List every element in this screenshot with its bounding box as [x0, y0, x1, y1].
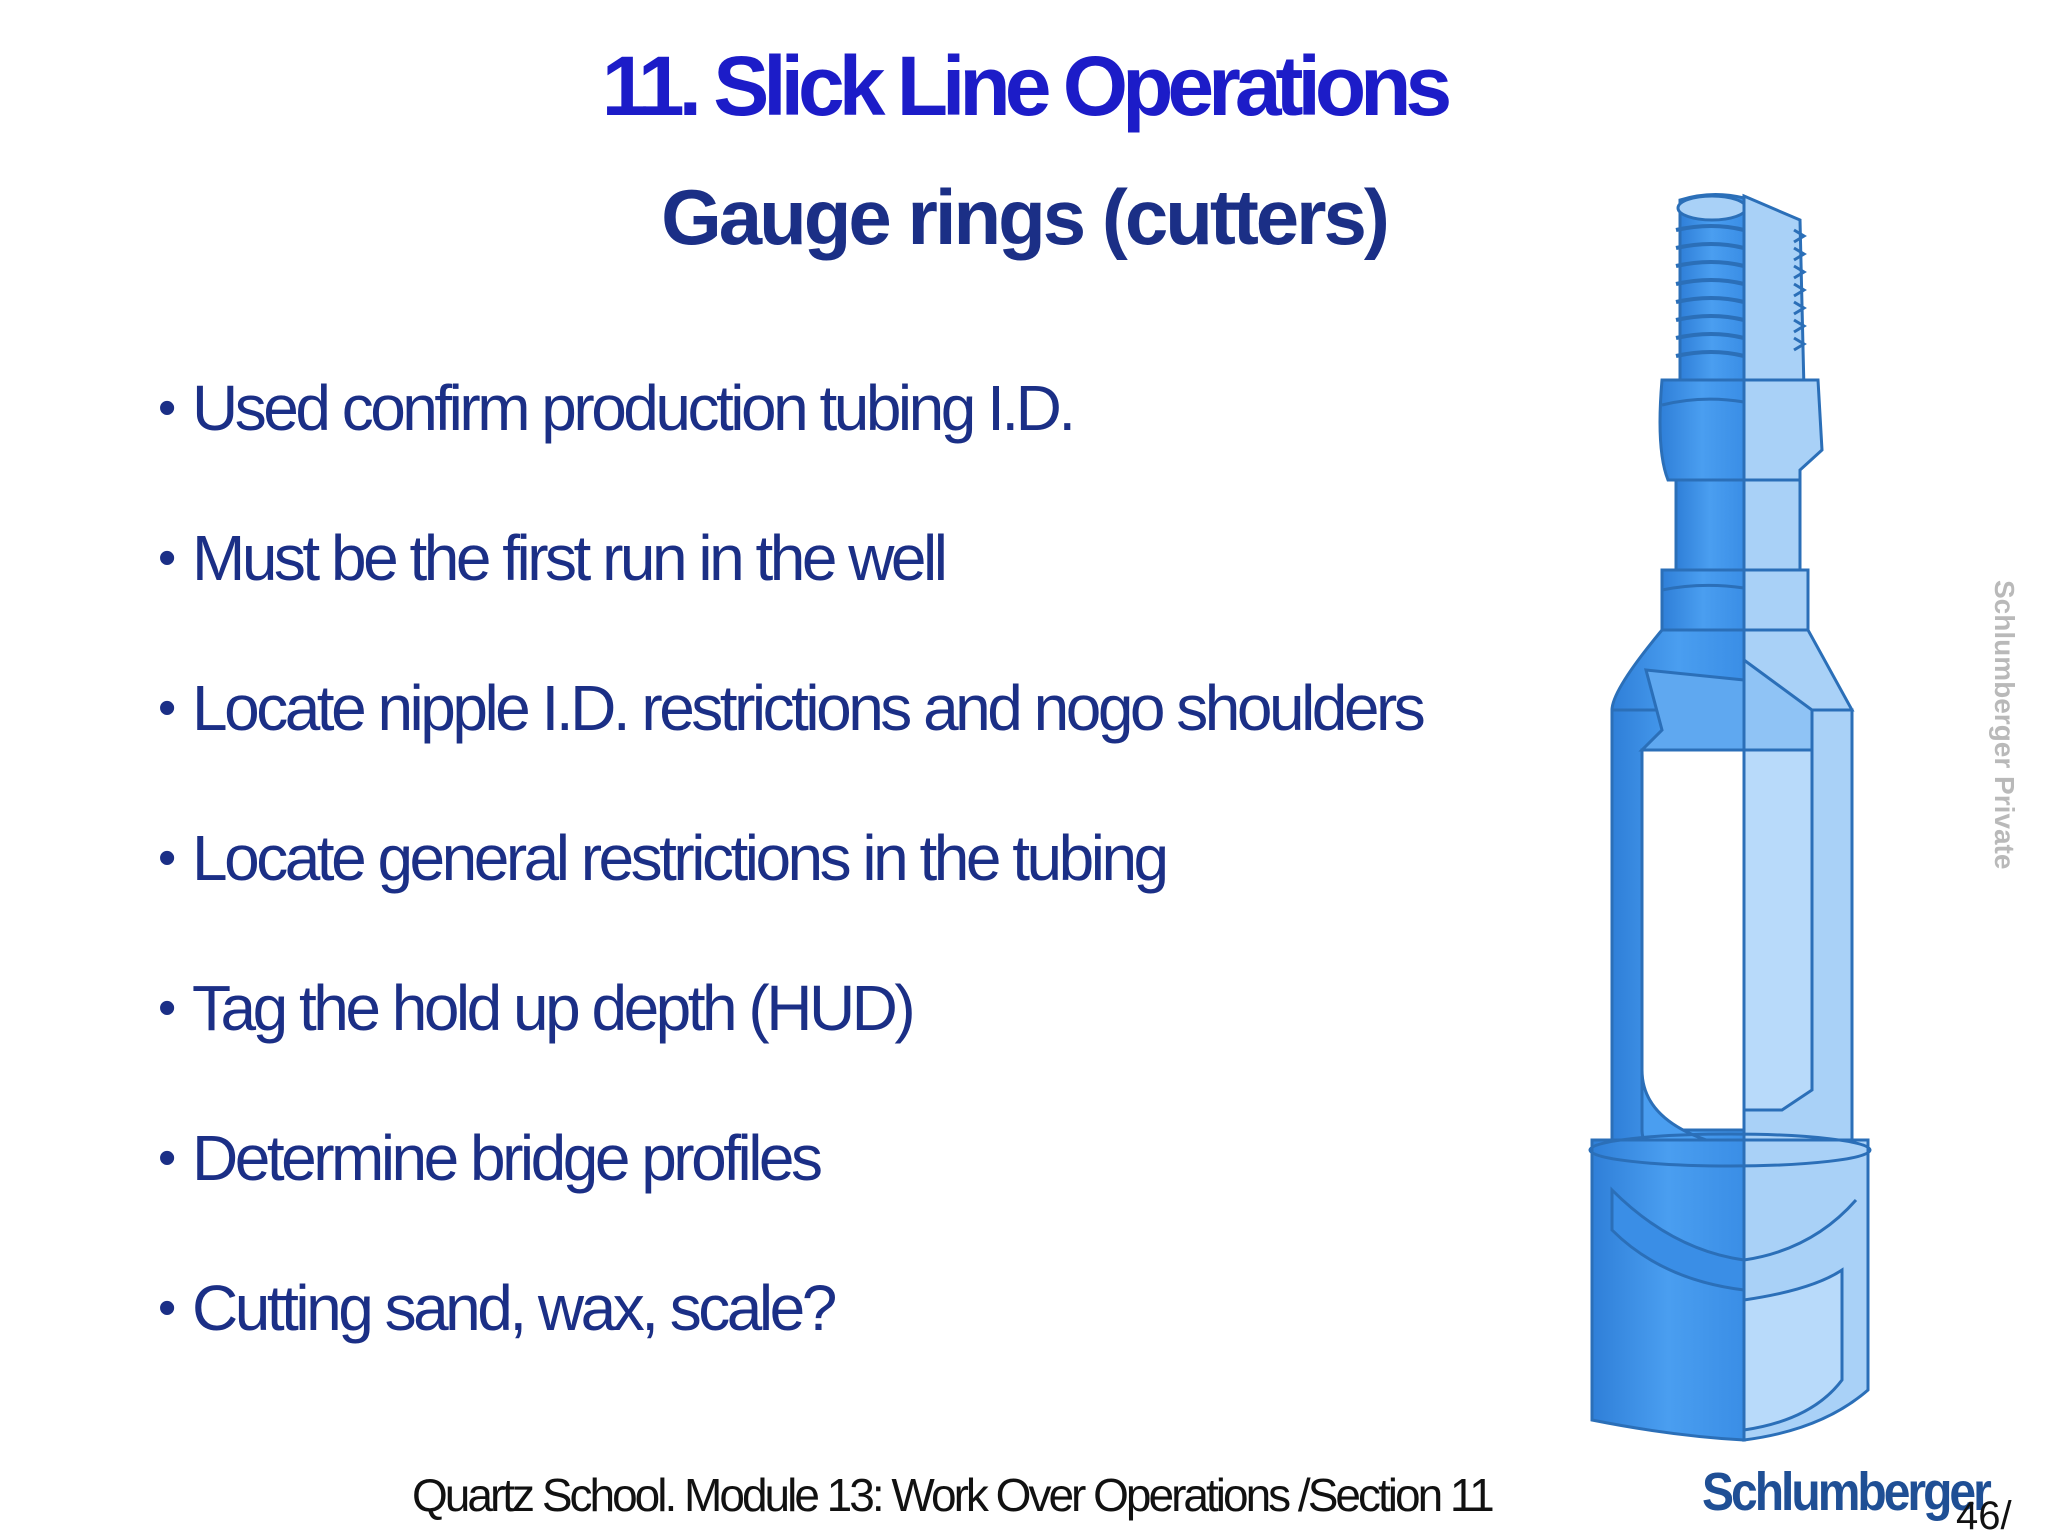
- bullet-marker: •: [158, 979, 177, 1037]
- bullet-item: • Must be the first run in the well: [158, 518, 1422, 668]
- slide-title: 11. Slick Line Operations: [601, 39, 1452, 133]
- bullet-text: Must be the first run in the well: [192, 522, 948, 594]
- bullet-text: Used confirm production tubing I.D.: [192, 372, 1076, 444]
- slide-subtitle: Gauge rings (cutters): [661, 173, 1390, 261]
- bullet-text: Locate nipple I.D. restrictions and nogo…: [192, 672, 1426, 744]
- bullet-item: • Determine bridge profiles: [158, 1118, 1422, 1268]
- page-number: 46/: [1956, 1494, 2012, 1538]
- bullet-marker: •: [158, 529, 177, 587]
- schlumberger-logo: Schlumberger: [1702, 1463, 1992, 1523]
- bullet-marker: •: [158, 1129, 177, 1187]
- bullet-item: • Locate nipple I.D. restrictions and no…: [158, 668, 1426, 818]
- bullet-list: • Used confirm production tubing I.D. • …: [158, 368, 1426, 1418]
- bullet-text: Cutting sand, wax, scale?: [192, 1272, 837, 1344]
- gauge-ring-cutaway-icon: [1588, 192, 1872, 1442]
- bullet-marker: •: [158, 679, 177, 737]
- bullet-item: • Used confirm production tubing I.D.: [158, 368, 1422, 518]
- bullet-marker: •: [158, 1279, 177, 1337]
- footer-text: Quartz School. Module 13: Work Over Oper…: [412, 1469, 1495, 1521]
- bullet-item: • Tag the hold up depth (HUD): [158, 968, 1422, 1118]
- bullet-marker: •: [158, 829, 177, 887]
- bullet-marker: •: [158, 379, 177, 437]
- bullet-text: Determine bridge profiles: [192, 1122, 823, 1194]
- classification-label: Schlumberger Private: [1989, 580, 2020, 870]
- bullet-item: • Cutting sand, wax, scale?: [158, 1268, 1422, 1418]
- bullet-text: Locate general restrictions in the tubin…: [192, 822, 1169, 894]
- bullet-text: Tag the hold up depth (HUD): [192, 972, 916, 1044]
- bullet-item: • Locate general restrictions in the tub…: [158, 818, 1422, 968]
